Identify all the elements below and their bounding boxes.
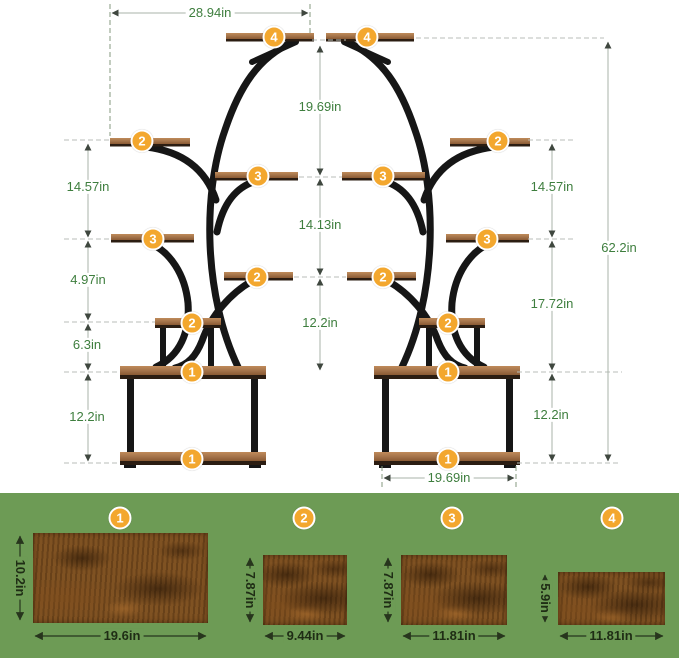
shelf-badge-2: 2 (292, 506, 316, 530)
dim-left-tier3-pedestal: 4.97in (67, 272, 109, 288)
dim-left-pedestal-tier1: 6.3in (69, 337, 105, 353)
tier-badge-2: 2 (371, 265, 395, 289)
tier-badge-1: 1 (436, 447, 460, 471)
shelf2-height-label: 7.87in (242, 568, 258, 612)
dim-total-height: 62.2in (598, 240, 640, 256)
wood-sample-shelf-1 (33, 533, 208, 623)
tier-badge-1: 1 (436, 360, 460, 384)
tier-badge-3: 3 (475, 227, 499, 251)
tier-badge-4: 4 (262, 25, 286, 49)
dim-center-tier3-tier2: 14.13in (295, 217, 345, 233)
dim-right-tier1-floor: 12.2in (530, 407, 572, 423)
tier-badge-1: 1 (180, 360, 204, 384)
wood-sample-shelf-3 (401, 555, 507, 625)
tier-badge-2: 2 (436, 311, 460, 335)
shelf4-width-label: 11.81in (586, 628, 636, 644)
dim-base-width: 19.69in (424, 470, 474, 486)
tier-badge-2: 2 (130, 129, 154, 153)
dim-top-width: 28.94in (185, 5, 235, 21)
shelf3-height-label: 7.87in (380, 568, 396, 612)
tier-badge-3: 3 (371, 164, 395, 188)
dim-left-tier2-tier3: 14.57in (63, 179, 113, 195)
tier-badge-3: 3 (141, 227, 165, 251)
dim-right-tier2-tier3: 14.57in (527, 179, 577, 195)
wood-sample-shelf-4 (558, 572, 665, 625)
shelf-badge-3: 3 (440, 506, 464, 530)
wood-sample-shelf-2 (263, 555, 347, 625)
shelf-badge-1: 1 (108, 506, 132, 530)
shelf2-width-label: 9.44in (283, 628, 327, 644)
tier-badge-1: 1 (180, 447, 204, 471)
tier-badge-2: 2 (180, 311, 204, 335)
tier-badge-2: 2 (486, 129, 510, 153)
tier-badge-4: 4 (355, 25, 379, 49)
shelf4-height-label: 5.9in (537, 580, 553, 616)
shelf1-width-label: 19.6in (100, 628, 144, 644)
dim-center-tier2-tier1: 12.2in (299, 315, 341, 331)
dim-left-tier1-floor: 12.2in (66, 409, 108, 425)
tier-badge-3: 3 (246, 164, 270, 188)
dim-right-tier3-tier1: 17.72in (527, 296, 577, 312)
shelf-badge-4: 4 (600, 506, 624, 530)
shelf1-height-label: 10.2in (12, 556, 28, 600)
shelf3-width-label: 11.81in (429, 628, 479, 644)
tier-badge-2: 2 (245, 265, 269, 289)
dim-center-tier4-tier3: 19.69in (295, 99, 345, 115)
